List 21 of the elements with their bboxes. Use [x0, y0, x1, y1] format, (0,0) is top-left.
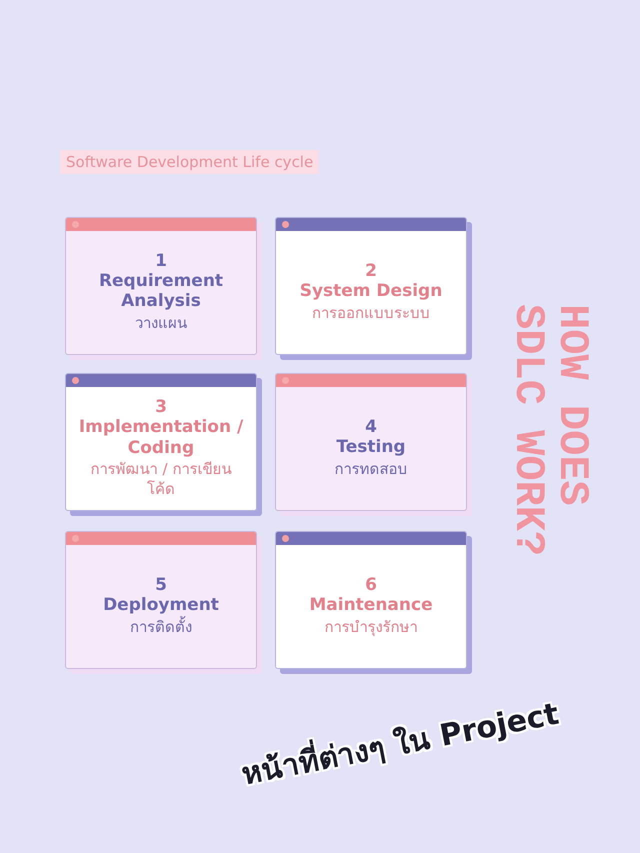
step-subtitle: การทดสอบ: [334, 460, 408, 480]
step-number: 4: [365, 416, 377, 438]
step-title: Implementation / Coding: [78, 417, 244, 458]
step-subtitle: การออกแบบระบบ: [312, 304, 430, 324]
step-number: 1: [155, 250, 167, 272]
step-title: Deployment: [103, 595, 219, 616]
step-subtitle: การบำรุงรักษา: [324, 618, 418, 638]
step-subtitle: การพัฒนา / การเขียนโค้ด: [90, 460, 232, 500]
step-subtitle: การติดตั้ง: [130, 618, 192, 638]
vertical-heading: HOW DOES SDLC WORK?: [506, 304, 594, 558]
step-title: Maintenance: [309, 595, 433, 616]
step-number: 2: [365, 260, 377, 282]
step-subtitle: วางแผน: [135, 314, 187, 334]
step-title: System Design: [300, 281, 442, 302]
step-number: 5: [155, 574, 167, 596]
caption: หน้าที่ต่างๆ ใน Project: [238, 696, 563, 794]
step-number: 6: [365, 574, 377, 596]
step-title: Testing: [336, 437, 406, 458]
title-banner: Software Development Life cycle: [60, 150, 320, 174]
step-title: Requirement Analysis: [98, 271, 224, 312]
step-number: 3: [155, 396, 167, 418]
